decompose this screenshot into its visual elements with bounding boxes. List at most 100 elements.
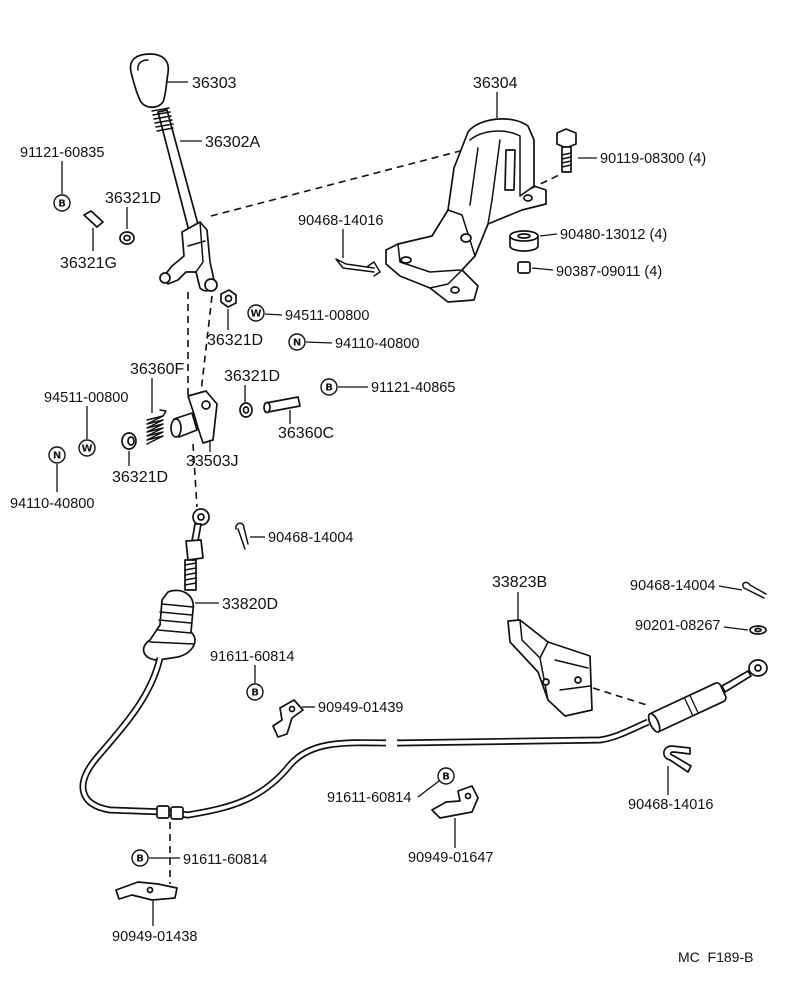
leader-line: [264, 313, 283, 316]
washer-part-number: 90201-08267: [635, 618, 720, 634]
bracket-nut-group: 90387-09011 (4): [517, 261, 662, 280]
spring-hook: [159, 409, 167, 417]
bolt-symbol-b: B: [246, 683, 264, 701]
cable-end-eye-hole: [754, 664, 762, 672]
symbol-letter: W: [81, 444, 92, 455]
pin-collar-part-number: 36360C: [278, 425, 334, 442]
bushing-bore: [123, 234, 131, 242]
bolt-part-number: 91611-60814: [327, 790, 411, 806]
shift-lever-group: 36302A: [151, 107, 260, 292]
cable-clamp: [431, 785, 479, 819]
symbol-letter: B: [136, 854, 144, 865]
cable-top-end-group: [184, 508, 210, 591]
clamp-hole: [464, 792, 472, 800]
retainer-clip-group: 90468-14016: [628, 745, 713, 813]
clamp-hole: [146, 886, 154, 894]
cable-joint: [156, 805, 170, 819]
bolt-head: [556, 128, 577, 149]
bolt-part-number: 91121-60835: [20, 145, 104, 161]
bracket-hole: [460, 233, 472, 243]
bolt-shank: [561, 146, 572, 173]
cable-bracket-group: 33823B: [492, 574, 593, 717]
assembly-dashed-line: [529, 173, 562, 190]
cotter-pin-upper-group: 90468-14016: [298, 213, 383, 277]
clamp-part-number: 90949-01439: [318, 700, 403, 716]
lever-base-detail: [187, 221, 206, 273]
thread-lines: [184, 562, 197, 586]
bolt-symbol-b: B: [320, 378, 338, 396]
figure-code: MC F189-B: [678, 949, 753, 965]
nut-part-number: 94110-40800: [335, 336, 419, 352]
cable-end-eye-hole: [197, 513, 205, 521]
nut-part-number: 94110-40800: [10, 496, 94, 512]
cotter-pin: [742, 581, 767, 599]
bushing-bore: [127, 436, 135, 446]
cable-end-hex: [185, 539, 204, 561]
cotter-pin-right-group: 90468-14004: [630, 578, 767, 599]
bushing-part-number: 36321D: [112, 469, 168, 486]
cable-boot-group: 33820D: [142, 589, 278, 661]
assembly-dashed-line: [592, 687, 651, 707]
shift-lever-rod: [157, 109, 200, 232]
bracket-hole: [574, 676, 582, 684]
pin-part-number: 36321G: [60, 255, 117, 272]
cable-end-rod: [191, 523, 202, 542]
cable-part-number: 33820D: [222, 596, 278, 613]
leader-line: [718, 585, 743, 591]
washer-cable-end-group: 90201-08267: [635, 618, 767, 635]
lever-collar-end: [170, 418, 182, 438]
washer-symbol-w: W: [78, 439, 96, 457]
knob-highlight: [137, 59, 149, 71]
cotter-pin-left-group: 90468-14004: [235, 522, 353, 550]
bushing-lower-group: 36321D: [112, 432, 168, 486]
cotter-pin: [235, 522, 249, 550]
bracket-bolt-part-number: 90119-08300 (4): [600, 151, 706, 167]
nut-symbol-n: N: [288, 333, 306, 351]
pin-collar-group: 36360C: [263, 396, 334, 442]
leader-line: [417, 780, 440, 798]
housing-seam: [683, 697, 694, 717]
bolt-thread: [561, 152, 572, 168]
shift-cable: [79, 657, 650, 820]
cable-end-housing: [647, 682, 727, 733]
cable-bracket-part-number: 33823B: [492, 574, 547, 591]
bolt-part-number: 91121-40865: [371, 380, 455, 396]
nut-bushing-mid-group: 36321D: [207, 289, 263, 349]
pin-collar-end: [263, 401, 271, 414]
assembly-dashed-line: [210, 149, 465, 217]
cable-end-housing-group: [647, 659, 768, 733]
shift-bracket-group: 36304: [385, 75, 547, 303]
leader-line: [539, 233, 558, 237]
cable-end-rod: [721, 670, 752, 693]
shift-knob-group: 36303: [129, 53, 237, 109]
bolt-symbol-b: B: [437, 767, 455, 785]
symbol-letter: N: [293, 338, 301, 349]
shift-knob: [129, 53, 170, 109]
bracket-hole: [450, 286, 460, 294]
leader-line: [305, 341, 333, 344]
bolt-mid-group: B 91121-40865: [320, 378, 455, 396]
nut-symbol-n: N: [48, 446, 66, 464]
lever-spring-coils: [151, 107, 174, 132]
bolt-part-number: 91611-60814: [183, 852, 267, 868]
bracket-nut: [517, 261, 531, 274]
boot-ridges: [149, 603, 195, 645]
lever-plate-hole: [201, 400, 211, 410]
pin-collar: [265, 396, 301, 413]
lower-lever-group: 33503J: [170, 390, 239, 470]
bolt-symbol-b: B: [53, 194, 71, 212]
clamp-part-number: 90949-01647: [408, 850, 493, 866]
clamp-a-group: 91611-60814 B 90949-01439: [210, 649, 403, 738]
symbol-letter: B: [325, 383, 333, 394]
bracket-slot: [504, 149, 516, 191]
retainer-clip-part-number: 90468-14016: [628, 797, 713, 813]
washer-symbol-w: W: [247, 304, 265, 322]
collar-group: 90480-13012 (4): [509, 227, 667, 252]
housing-end: [647, 712, 661, 733]
leader-line: [723, 626, 749, 631]
bushing-bore: [224, 294, 233, 303]
bolt-symbol-b: B: [131, 849, 149, 867]
symbol-letter: B: [251, 688, 259, 699]
